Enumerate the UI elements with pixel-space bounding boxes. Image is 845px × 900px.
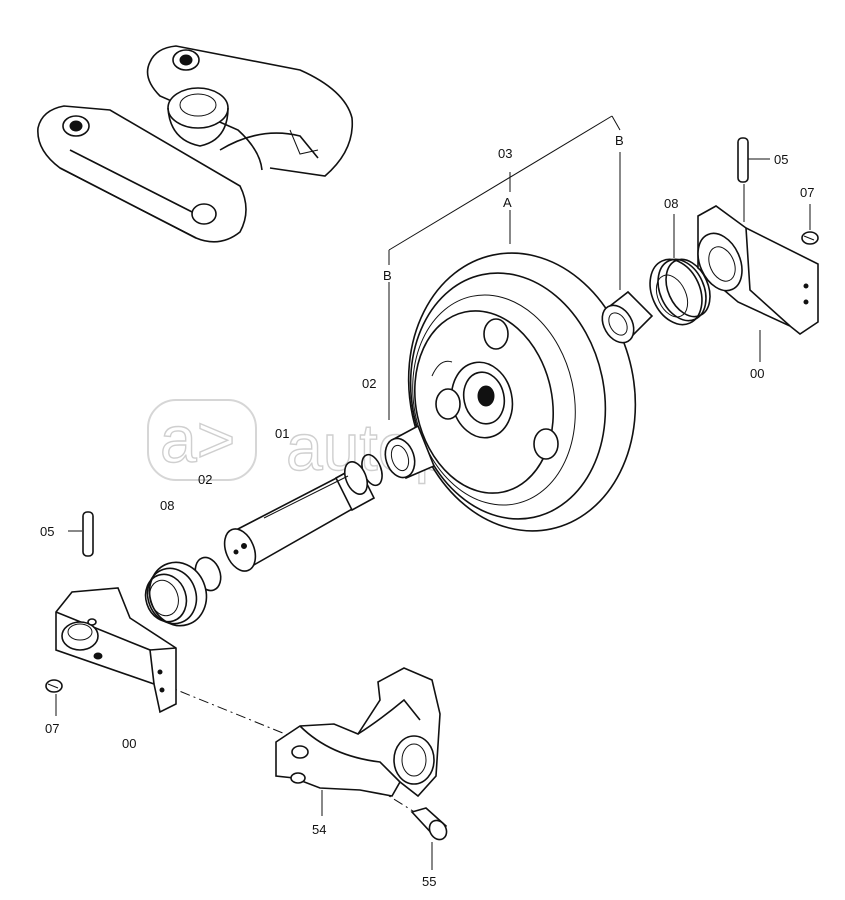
label-55: 55 — [422, 874, 436, 889]
label-08-right: 08 — [664, 196, 678, 211]
set-screw-right — [801, 204, 819, 245]
label-00-right: 00 — [750, 366, 764, 381]
bushing-right — [601, 290, 654, 344]
label-05-right: 05 — [774, 152, 788, 167]
label-07-left: 07 — [45, 721, 59, 736]
label-03: 03 — [498, 146, 512, 161]
label-07-right: 07 — [800, 185, 814, 200]
set-screw-left — [45, 679, 63, 716]
label-B-right: B — [615, 133, 624, 148]
label-05-left: 05 — [40, 524, 54, 539]
label-08-left: 08 — [160, 498, 174, 513]
label-A: A — [503, 195, 512, 210]
label-00-left: 00 — [122, 736, 136, 751]
shaft — [223, 460, 376, 572]
mount-bracket — [275, 667, 441, 816]
bushing-left — [384, 424, 436, 480]
floating-seal-left — [144, 561, 208, 627]
idler-wheel — [407, 252, 637, 532]
watermark-logo-box — [147, 399, 257, 481]
undercarriage-overview-illustration — [37, 45, 354, 243]
leader-lines — [388, 115, 621, 420]
label-54: 54 — [312, 822, 326, 837]
label-02-lower: 02 — [198, 472, 212, 487]
label-B-left: B — [383, 268, 392, 283]
watermark-logo-glyph: a> — [160, 402, 235, 476]
bracket-left — [55, 587, 177, 714]
label-02-upper: 02 — [362, 376, 376, 391]
pin-right — [737, 137, 770, 222]
pin-left — [68, 511, 94, 557]
floating-seal-right — [649, 214, 711, 326]
part-labels: 03 A B B 05 07 08 00 02 01 02 08 05 07 0… — [40, 133, 814, 889]
label-01: 01 — [275, 426, 289, 441]
bolt — [410, 807, 448, 870]
bracket-right — [697, 205, 819, 362]
